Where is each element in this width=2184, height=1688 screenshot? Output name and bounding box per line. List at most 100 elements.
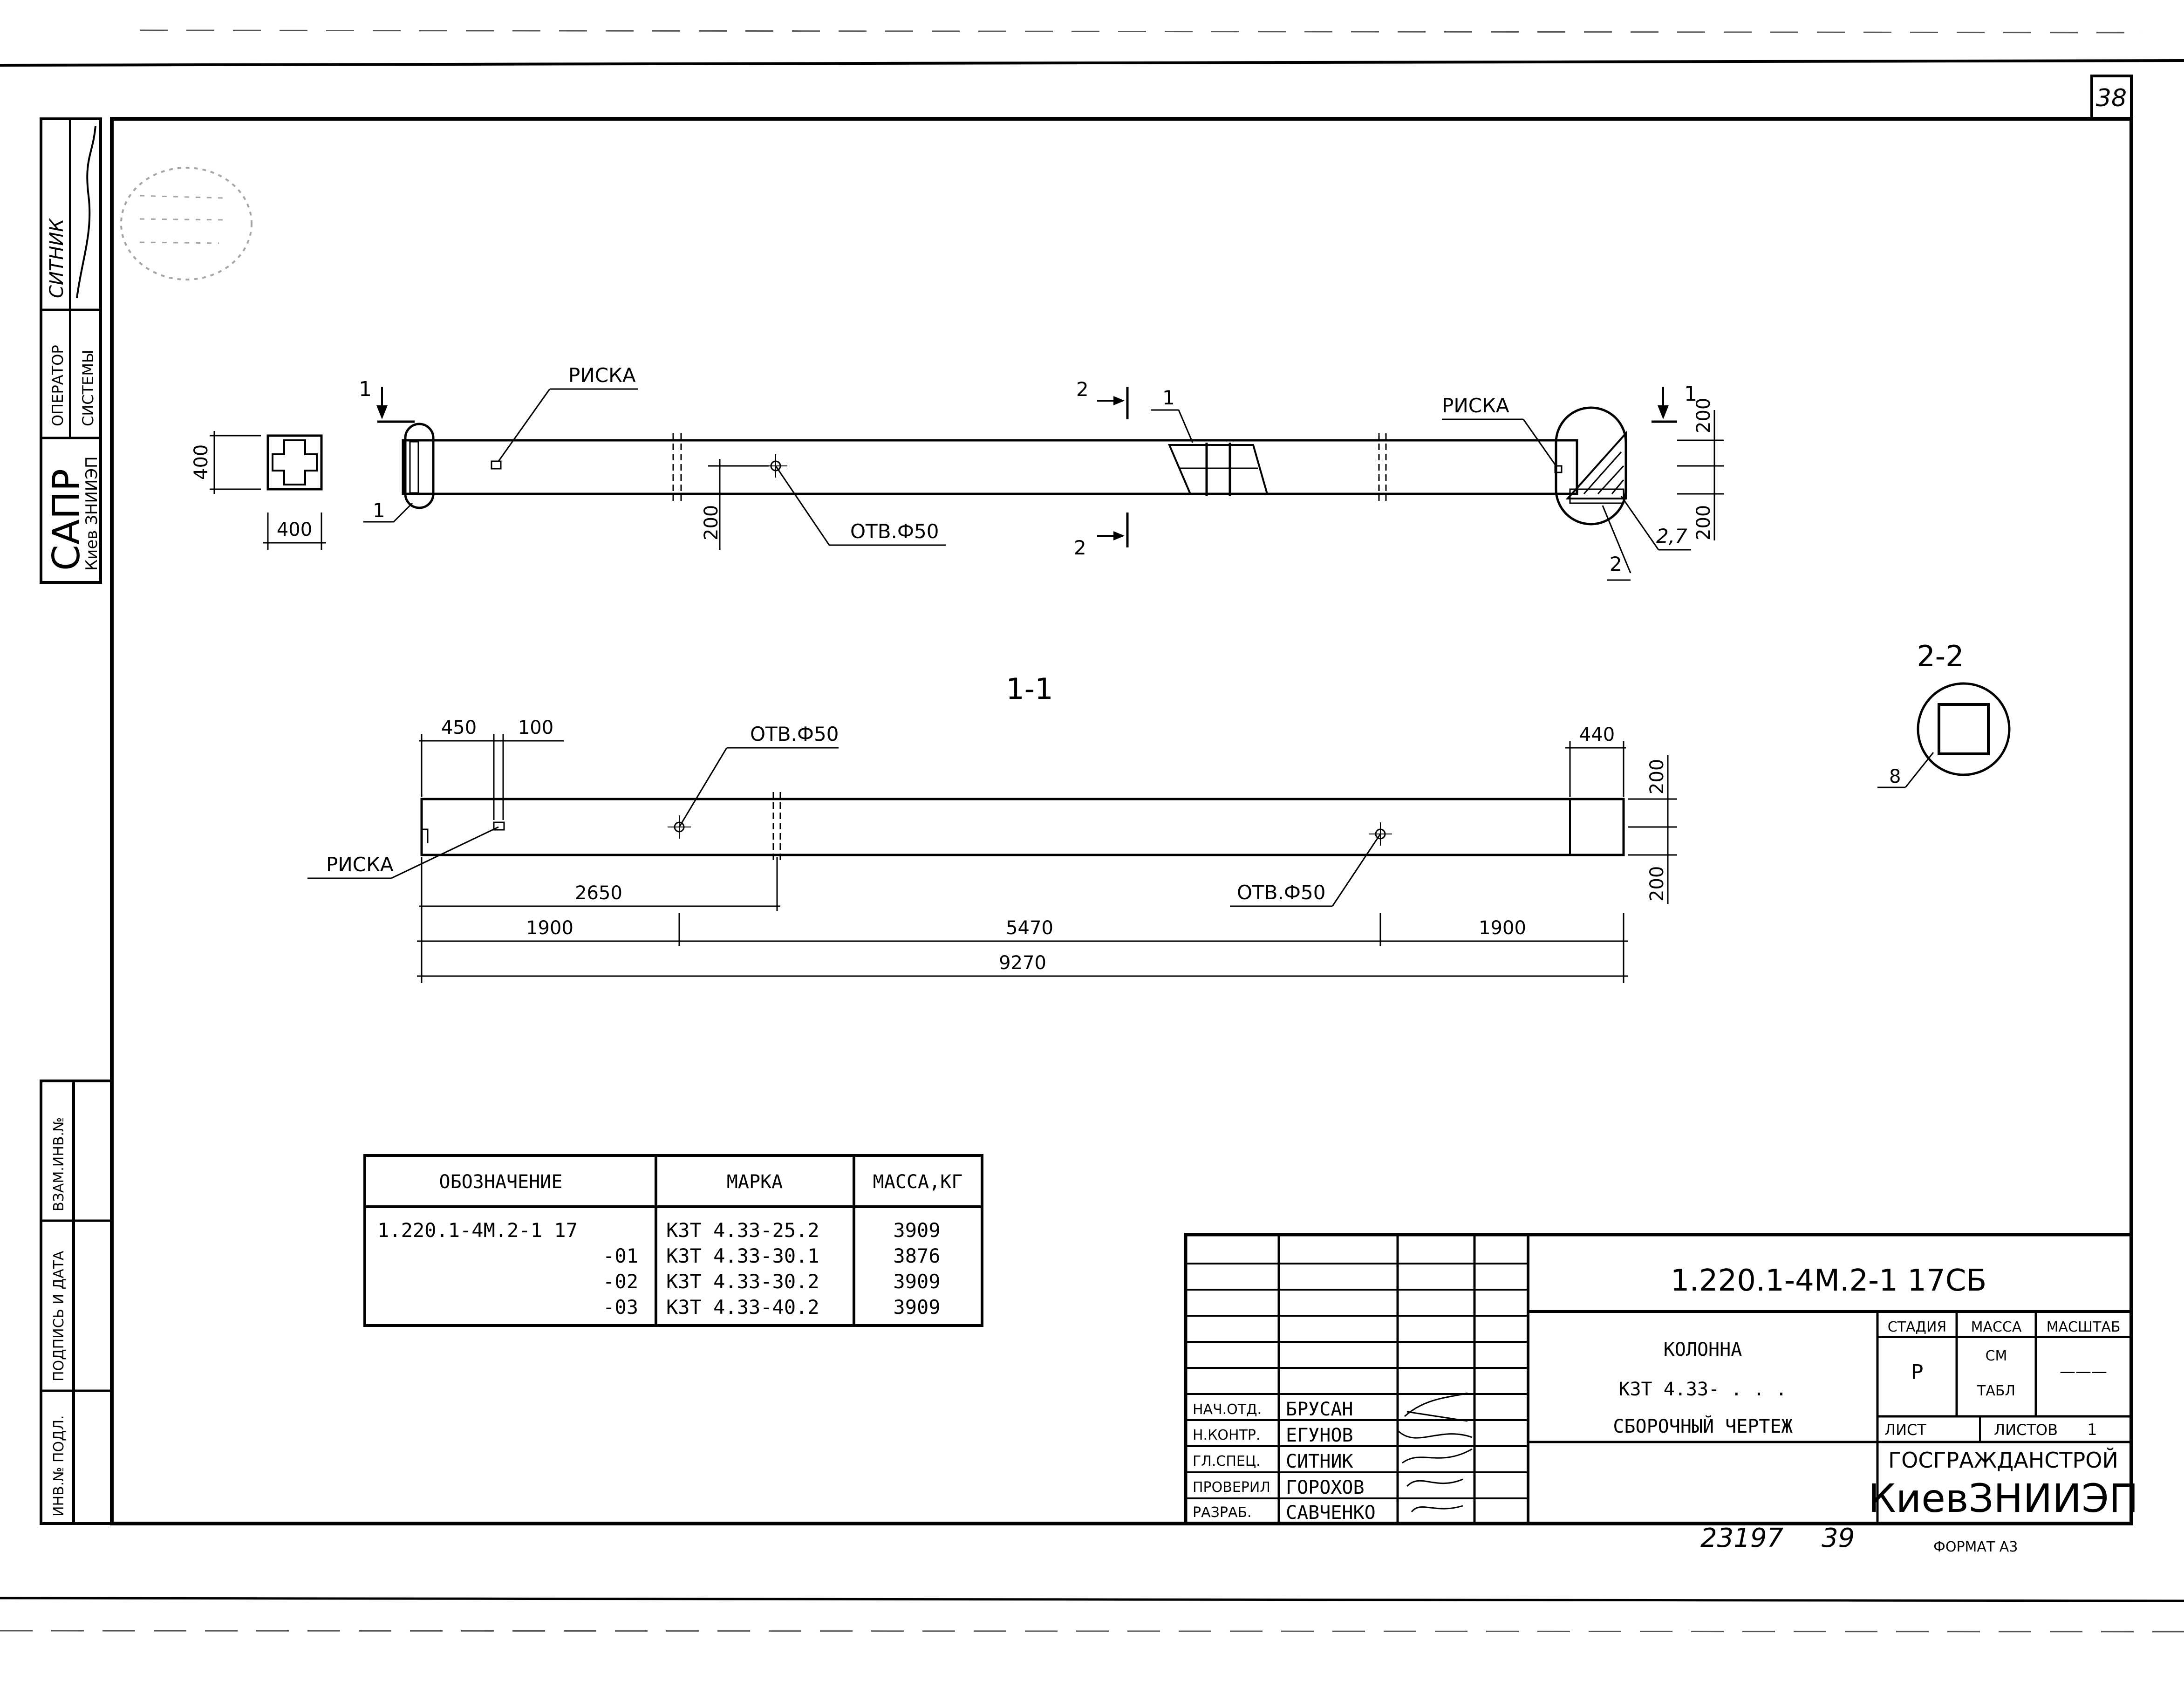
riska-label-left: РИСКА [568, 364, 636, 387]
masshtab-value: ——— [2060, 1362, 2107, 1381]
approval-stamp-mark [120, 167, 253, 280]
stadia-label: СТАДИЯ [1888, 1319, 1947, 1335]
staff-name: ГОРОХОВ [1286, 1477, 1365, 1498]
spec-row-mass: 3909 [893, 1296, 940, 1319]
title-name-line-2: КЗТ 4.33- . . . [1618, 1379, 1787, 1400]
staff-role: НАЧ.ОТД. [1193, 1401, 1262, 1418]
list-label: ЛИСТ [1884, 1421, 1926, 1439]
stadia-value: Р [1911, 1360, 1924, 1384]
title-block: НАЧ.ОТД. Н.КОНТР. ГЛ.СПЕЦ. ПРОВЕРИЛ РАЗР… [1184, 1233, 2138, 1525]
spec-row-mass: 3909 [893, 1219, 940, 1242]
riska-label-right: РИСКА [1442, 394, 1509, 417]
spec-header-mark: МАРКА [727, 1171, 783, 1193]
org-name-1: ГОСГРАЖДАНСТРОЙ [1888, 1448, 2118, 1473]
signature-egunov [1397, 1429, 1473, 1439]
staff-name: БРУСАН [1286, 1399, 1353, 1420]
format-label: ФОРМАТ А3 [1933, 1539, 2018, 1555]
dim-450: 450 [441, 717, 477, 738]
section-1-1-title: 1-1 [1006, 672, 1053, 706]
sheet-number: 38 [2096, 84, 2127, 112]
spec-row-mark: КЗТ 4.33-30.2 [666, 1270, 819, 1293]
signature-gorokhov [1406, 1478, 1463, 1487]
riska-mark-section [493, 821, 505, 831]
column-elevation-outline [420, 798, 1625, 856]
scan-dashed-top [139, 29, 2143, 34]
spec-row-mass: 3909 [893, 1270, 940, 1293]
riska-mark-left [491, 460, 502, 470]
dim-200-plan-left: 200 [701, 505, 722, 540]
spec-row-mass: 3876 [893, 1244, 940, 1267]
dim-400-horizontal: 400 [277, 519, 312, 540]
spec-row-designation: -03 [603, 1296, 638, 1319]
section-2-2-callout: 8 [1889, 766, 1901, 787]
dim-200-plan-right-bottom: 200 [1693, 505, 1714, 540]
listov-value: 1 [2087, 1421, 2097, 1439]
hole-label-plan: ОТВ.Ф50 [850, 520, 939, 543]
staff-name: САВЧЕНКО [1286, 1502, 1376, 1524]
massa-value-1: СМ [1986, 1348, 2007, 1364]
dim-9270: 9270 [999, 952, 1046, 974]
main-frame [110, 117, 2133, 1525]
dim-400-vertical: 400 [191, 444, 212, 480]
callout-1-mid: 1 [1162, 386, 1175, 409]
scan-edge-bottom [0, 1597, 2184, 1602]
mid-embedded-part [1167, 444, 1269, 495]
spec-table: ОБОЗНАЧЕНИЕ МАРКА МАССА,КГ 1.220.1-4М.2-… [363, 1154, 983, 1327]
inv-podl-label: ИНВ.№ ПОДЛ. [51, 1415, 67, 1517]
scan-edge-top [0, 59, 2184, 67]
dim-100: 100 [518, 717, 553, 738]
section-2-mark-top: 2 [1076, 378, 1089, 401]
document-code: 1.220.1-4М.2-1 17СБ [1671, 1264, 1987, 1298]
dim-2650: 2650 [575, 882, 622, 904]
podpis-data-label: ПОДПИСЬ И ДАТА [51, 1251, 67, 1381]
spec-row-mark: КЗТ 4.33-40.2 [666, 1296, 819, 1319]
staff-name: ЕГУНОВ [1286, 1425, 1353, 1446]
spec-row-designation: -02 [603, 1270, 638, 1293]
spec-header-mass: МАССА,КГ [873, 1171, 963, 1193]
section-2-mark-bottom: 2 [1074, 536, 1086, 559]
vzam-inv-label: ВЗАМ.ИНВ.№ [51, 1117, 67, 1211]
sheet-number-box [2090, 75, 2133, 120]
operator-label-1: ОПЕРАТОР [49, 345, 67, 426]
dim-440: 440 [1579, 724, 1615, 745]
callout-1-left: 1 [373, 499, 385, 522]
staff-name: СИТНИК [1286, 1451, 1353, 1472]
org-name-2: КиевЗНИИЭП [1868, 1476, 2138, 1521]
staff-role: ПРОВЕРИЛ [1193, 1479, 1270, 1496]
callout-2-7: 2,7 [1656, 525, 1687, 547]
dim-200-section-top: 200 [1646, 759, 1668, 794]
spec-row-mark: КЗТ 4.33-25.2 [666, 1219, 819, 1242]
listov-label: ЛИСТОВ [1994, 1421, 2058, 1439]
callout-2-right: 2 [1610, 553, 1622, 575]
operator-label-2: СИСТЕМЫ [79, 350, 97, 426]
section-1-1: 1-1 ОТВ.Ф50 ОТВ.Ф50 РИСКА 450 100 [307, 672, 1677, 983]
spec-row-designation: 1.220.1-4М.2-1 17 [377, 1219, 578, 1242]
section-1-mark-left: 1 [359, 377, 372, 401]
staff-role: РАЗРАБ. [1193, 1504, 1252, 1521]
right-end-callout [1555, 406, 1627, 526]
dim-1900-left: 1900 [526, 917, 573, 939]
hole-label-section-bottom: ОТВ.Ф50 [1237, 881, 1325, 904]
sapr-stamp-org: Киев ЗНИИЭП [82, 456, 101, 571]
column-cross-section-icon [266, 434, 323, 491]
inventory-number: 23197 [1700, 1523, 1784, 1553]
masshtab-label: МАСШТАБ [2047, 1319, 2121, 1335]
section-1-mark-right: 1 [1684, 382, 1697, 406]
sapr-stamp-title: САПР [45, 469, 88, 571]
dim-200-section-bottom: 200 [1646, 866, 1668, 902]
column-plan-outline [402, 439, 1578, 495]
dim-200-plan-right-top: 200 [1693, 398, 1714, 433]
scan-dashed-bottom [0, 1630, 2184, 1633]
operator-name: СИТНИК [46, 218, 68, 298]
riska-mark-right [1554, 465, 1563, 473]
spec-header-designation: ОБОЗНАЧЕНИЕ [439, 1171, 563, 1193]
title-name-line-1: КОЛОННА [1664, 1339, 1742, 1360]
dim-1900-right: 1900 [1479, 917, 1526, 939]
operator-signature [76, 125, 96, 299]
massa-value-2: ТАБЛ [1977, 1383, 2015, 1399]
massa-label: МАССА [1971, 1319, 2022, 1335]
left-end-callout [404, 423, 435, 509]
title-name-line-3: СБОРОЧНЫЙ ЧЕРТЕЖ [1613, 1415, 1792, 1437]
signature-brusan [1404, 1392, 1468, 1422]
